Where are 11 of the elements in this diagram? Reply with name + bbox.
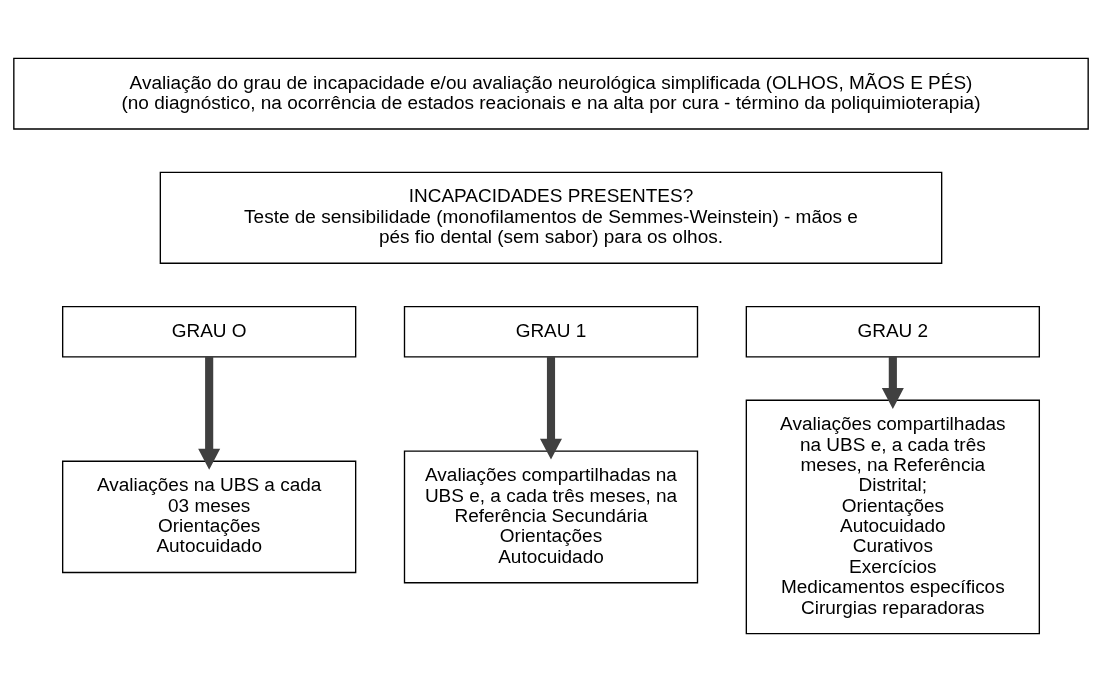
node-box: Avaliações na UBS a cada 03 meses Orientações Autocuidado (62, 460, 357, 573)
node-box: Avaliações compartilhadas na UBS e, a cada três meses, na Referência Secundária Orientações Autocuidado (403, 449, 699, 583)
arrow (198, 356, 221, 470)
node-box: GRAU 2 (745, 305, 1040, 358)
node-box: INCAPACIDADES PRESENTES? Teste de sensibilidade (monofilamentos de Semmes-Weinstein) - mãos e pés fio dental (sem sabor) para os olhos. (159, 171, 943, 264)
node-box: GRAU 1 (403, 305, 699, 358)
node-box: Avaliação do grau de incapacidade e/ou avaliação neurológica simplificada (OLHOS, MÃOS E PÉS) (no diagnóstico, na ocorrência de estados reacionais e na alta por cura - término da poliquimioterapia) (13, 57, 1089, 130)
arrow (881, 356, 904, 409)
node-box: Avaliações compartilhadas na UBS e, a cada três meses, na Referência Distrital; Orientações Autocuidado Curativos Exercícios Medicamentos específicos Cirurgias reparadoras (745, 399, 1040, 634)
node-box: GRAU O (62, 305, 357, 358)
arrow (540, 356, 562, 460)
